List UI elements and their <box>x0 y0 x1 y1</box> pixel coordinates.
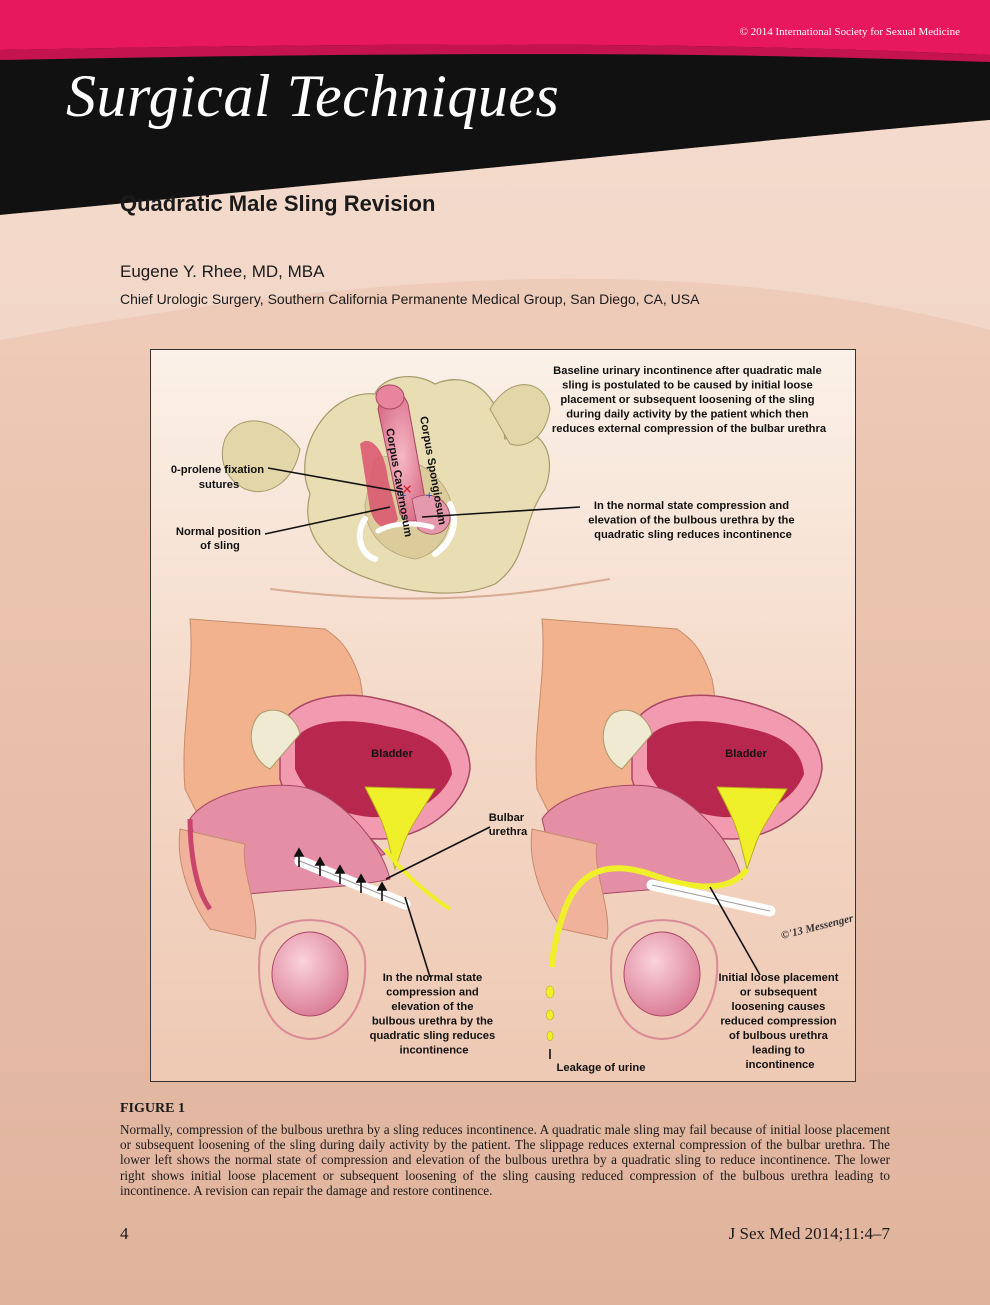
fixation-sutures-label: 0-prolene fixation sutures <box>171 464 267 491</box>
normal-state-bottom-label: In the normal state compression and elev… <box>370 972 499 1057</box>
figure-caption: Normally, compression of the bulbous ure… <box>120 1122 890 1198</box>
leakage-label: Leakage of urine <box>557 1062 646 1074</box>
article-title: Quadratic Male Sling Revision <box>120 191 436 216</box>
author-name: Eugene Y. Rhee, MD, MBA <box>120 262 325 281</box>
sagittal-view-normal: Bladder Bulbar urethra In the normal sta… <box>178 618 528 1057</box>
journal-citation: J Sex Med 2014;11:4–7 <box>728 1224 890 1243</box>
normal-state-top-label: In the normal state compression and elev… <box>588 500 797 541</box>
svg-text:×: × <box>402 479 412 499</box>
figure-illustration: × + + Corpus Cavernosum Corpus Spongiosu… <box>150 349 856 1082</box>
copyright-notice: © 2014 International Society for Sexual … <box>739 26 960 38</box>
figure-label: FIGURE 1 <box>120 1101 185 1116</box>
svg-text:+: + <box>400 490 406 502</box>
bulbar-urethra-label: Bulbar urethra <box>489 812 528 838</box>
journal-section-title: Surgical Techniques <box>66 63 560 129</box>
author-affiliation: Chief Urologic Surgery, Southern Califor… <box>120 291 700 307</box>
loose-placement-label: Initial loose placement or subsequent lo… <box>718 972 841 1071</box>
page-number: 4 <box>120 1224 129 1243</box>
svg-text:+: + <box>426 490 432 502</box>
bladder-left-label: Bladder <box>371 748 413 760</box>
normal-position-label: Normal position of sling <box>176 526 264 552</box>
bladder-right-label: Bladder <box>725 748 767 760</box>
baseline-note-label: Baseline urinary incontinence after quad… <box>552 365 827 435</box>
pelvis-illustration: × + + Corpus Cavernosum Corpus Spongiosu… <box>221 375 611 600</box>
